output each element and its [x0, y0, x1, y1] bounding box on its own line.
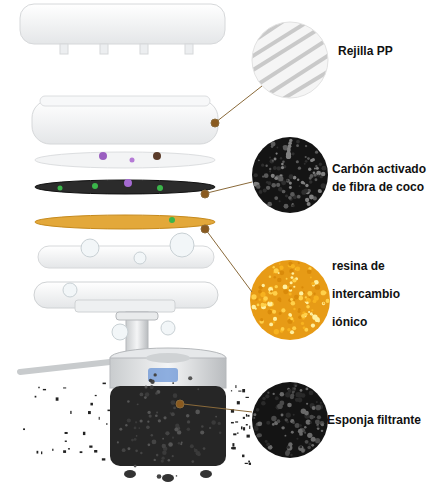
resin-inset: [250, 260, 330, 340]
top-cap: [20, 4, 225, 54]
mesh-layer: [35, 152, 215, 168]
pump-body: [20, 348, 226, 388]
carbon-layer: [35, 179, 215, 194]
part-label: Rejilla PP: [338, 44, 438, 59]
carbon-inset: [252, 137, 328, 213]
sponge-inset: [252, 382, 328, 458]
resin-layer: [35, 215, 215, 229]
pp-tray: [32, 96, 218, 144]
base-tray: [34, 282, 218, 312]
part-label: Esponja filtrante: [327, 413, 441, 428]
filter-sponge: [110, 373, 226, 482]
debris-particles: [23, 383, 251, 465]
part-label: resina de intercambio iónico: [332, 252, 422, 336]
part-label: Carbón activado de fibra de coco: [332, 160, 440, 196]
grid-plate: [38, 233, 214, 268]
pp-grid-inset: [240, 10, 344, 108]
leader-lines: [176, 86, 262, 412]
